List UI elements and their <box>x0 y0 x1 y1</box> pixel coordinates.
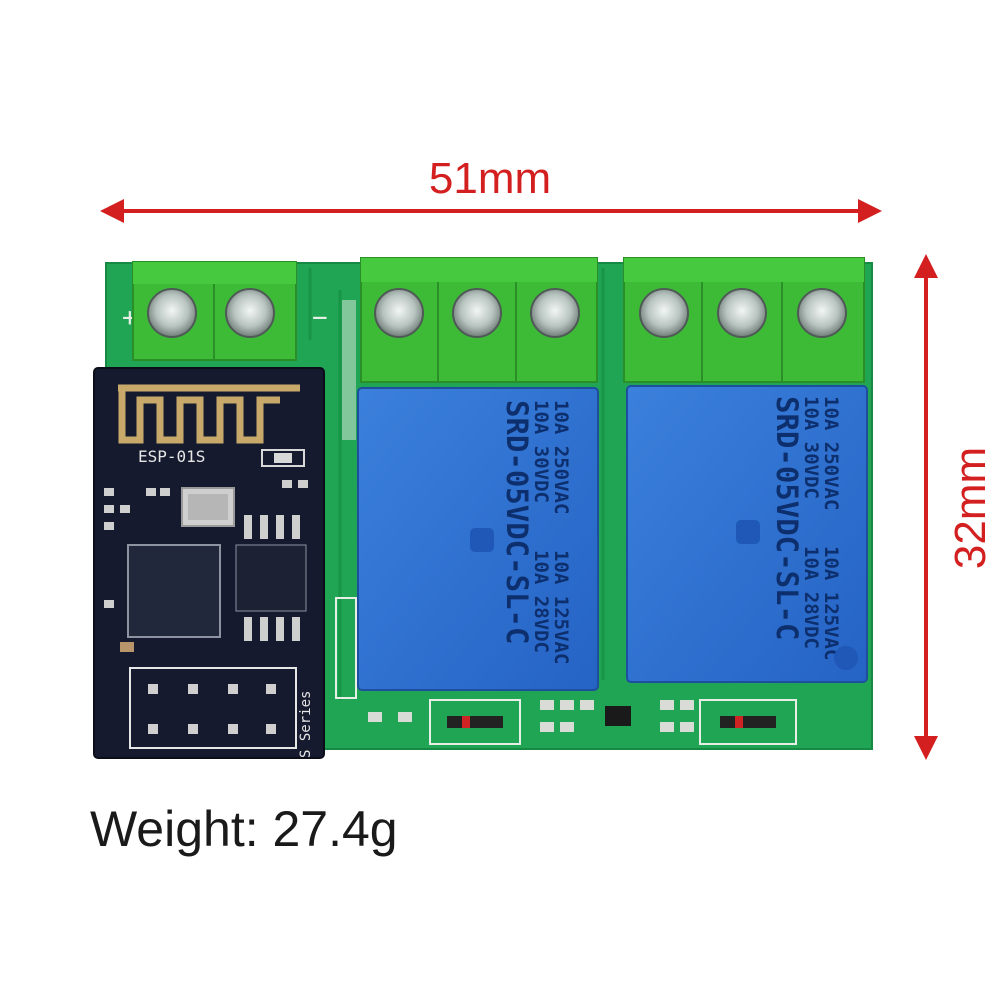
relay-1-rating-2: 10A 30VDC <box>530 400 552 503</box>
relay-2-terminal <box>623 257 865 383</box>
relay-2-rating-2: 10A 30VDC <box>800 396 822 499</box>
relay-2-model: SRD-05VDC-SL-C <box>770 396 804 640</box>
relay-1-rating-4: 10A 28VDC <box>530 550 552 653</box>
width-dimension: 51mm <box>100 154 882 223</box>
relay-1-terminal <box>360 257 598 383</box>
screw <box>717 288 767 338</box>
antenna-trace <box>118 384 300 444</box>
relay-1-model: SRD-05VDC-SL-C <box>500 400 534 644</box>
esp-module-label: ESP-01S <box>138 447 205 466</box>
relay-2-rating-4: 10A 28VDC <box>800 546 822 649</box>
esp-01s-module: ESP-01S <box>93 367 325 759</box>
esp-series-label: S Series <box>298 691 314 758</box>
screw <box>374 288 424 338</box>
width-label: 51mm <box>429 154 551 203</box>
flash-chip <box>235 544 307 612</box>
header-pins <box>129 667 297 749</box>
screw <box>225 288 275 338</box>
relay-2-rating-3: 10A 125VAC <box>820 546 842 660</box>
minus-mark: − <box>312 303 328 333</box>
relay-1-rating-3: 10A 125VAC <box>550 550 572 664</box>
weight-label: Weight: 27.4g <box>90 801 398 857</box>
height-label: 32mm <box>946 447 995 569</box>
screw <box>452 288 502 338</box>
screw <box>147 288 197 338</box>
height-dimension: 32mm <box>914 254 995 760</box>
relay-2: 10A 250VAC 10A 30VDC SRD-05VDC-SL-C 10A … <box>626 385 868 683</box>
relay-1-rating-1: 10A 250VAC <box>550 400 572 514</box>
relay-1: 10A 250VAC 10A 30VDC SRD-05VDC-SL-C 10A … <box>357 387 599 691</box>
screw <box>639 288 689 338</box>
esp-chip <box>127 544 221 638</box>
relay-2-rating-1: 10A 250VAC <box>820 396 842 510</box>
screw <box>797 288 847 338</box>
relay-board: + − <box>93 257 873 759</box>
screw <box>530 288 580 338</box>
smd-components <box>335 597 797 745</box>
power-terminal <box>132 261 297 361</box>
